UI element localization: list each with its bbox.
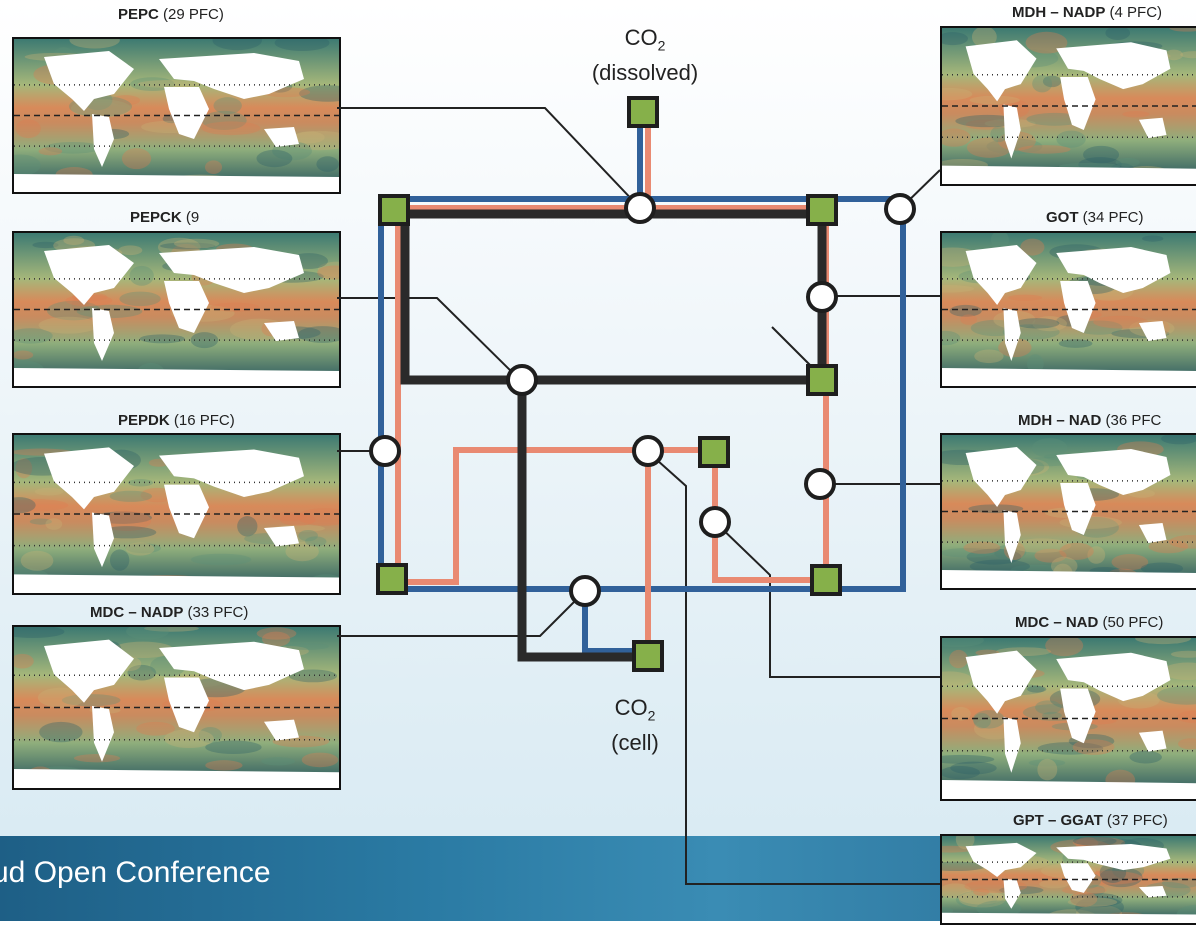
node-mdc-nadp xyxy=(569,575,601,607)
connector-pepck xyxy=(337,297,521,381)
node-top-right xyxy=(806,194,838,226)
world-map-image xyxy=(942,836,1196,923)
world-map-image xyxy=(14,627,339,788)
node-pepck xyxy=(506,364,538,396)
pfc-count: (37 PFC) xyxy=(1106,812,1168,829)
co2-dissolved-label: CO2 (dissolved) xyxy=(591,25,699,86)
panel-label-pepc: PEPC (29 PFC) xyxy=(118,6,224,23)
pfc-count: (50 PFC) xyxy=(1102,614,1164,631)
panel-label-pepck: PEPCK (9 xyxy=(130,209,199,226)
world-map-image xyxy=(14,435,339,593)
map-panel-pepdk xyxy=(12,433,341,595)
map-panel-mdh-nad xyxy=(940,433,1196,590)
panel-label-got: GOT (34 PFC) xyxy=(1046,209,1144,226)
node-bottom-right xyxy=(810,564,842,596)
enzyme-name: MDC – NADP xyxy=(90,604,184,621)
world-map-image xyxy=(942,28,1196,184)
node-bottom-left xyxy=(376,563,408,595)
enzyme-name: MDH – NADP xyxy=(1012,4,1106,21)
panel-label-mdc-nadp: MDC – NADP (33 PFC) xyxy=(90,604,248,621)
enzyme-name: GPT – GGAT xyxy=(1013,812,1103,829)
co2-cell-label: CO2 (cell) xyxy=(611,695,659,756)
node-pepdk xyxy=(369,435,401,467)
map-panel-pepc xyxy=(12,37,341,194)
panel-label-mdh-nad: MDH – NAD (36 PFC xyxy=(1018,412,1161,429)
pfc-count: (33 PFC) xyxy=(187,604,249,621)
map-panel-pepck xyxy=(12,231,341,388)
enzyme-name: MDC – NAD xyxy=(1015,614,1099,631)
square-nodes xyxy=(376,96,842,672)
pfc-count: (16 PFC) xyxy=(173,412,235,429)
enzyme-name: PEPC xyxy=(118,6,159,23)
node-center-right xyxy=(698,436,730,468)
world-map-image xyxy=(942,233,1196,386)
connector-mdc-nad xyxy=(714,521,940,678)
node-top-left xyxy=(378,194,410,226)
node-right-mid xyxy=(806,364,838,396)
map-panel-got xyxy=(940,231,1196,388)
map-panel-gpt-ggat xyxy=(940,834,1196,925)
node-got xyxy=(806,281,838,313)
world-map-image xyxy=(942,638,1196,799)
node-co2-dissolved xyxy=(627,96,659,128)
world-map-image xyxy=(14,39,339,192)
map-panel-mdh-nadp xyxy=(940,26,1196,186)
connector-diagonal xyxy=(771,326,816,371)
connector-lines xyxy=(337,107,941,885)
panel-label-mdc-nad: MDC – NAD (50 PFC) xyxy=(1015,614,1163,631)
enzyme-name: PEPDK xyxy=(118,412,170,429)
node-mdh-nadp xyxy=(884,193,916,225)
enzyme-name: GOT xyxy=(1046,209,1079,226)
node-mdc-nad xyxy=(699,506,731,538)
connector-mdc-nadp xyxy=(337,590,586,637)
pfc-count: (29 PFC) xyxy=(163,6,224,23)
conference-title: ud Open Conference xyxy=(0,856,271,889)
panel-label-gpt-ggat: GPT – GGAT (37 PFC) xyxy=(1013,812,1168,829)
connector-gpt-ggat xyxy=(647,451,940,885)
panel-label-pepdk: PEPDK (16 PFC) xyxy=(118,412,235,429)
pfc-count: (4 PFC) xyxy=(1109,4,1163,21)
panel-label-mdh-nadp: MDH – NADP (4 PFC) xyxy=(1012,4,1162,21)
map-panel-mdc-nad xyxy=(940,636,1196,801)
node-pepc xyxy=(624,192,656,224)
node-co2-cell xyxy=(632,640,664,672)
enzyme-name: PEPCK xyxy=(130,209,182,226)
world-map-image xyxy=(942,435,1196,588)
circle-nodes xyxy=(369,192,916,607)
node-mdh-nad xyxy=(804,468,836,500)
pfc-count: (9 xyxy=(185,209,200,226)
map-panel-mdc-nadp xyxy=(12,625,341,790)
node-gpt-ggat xyxy=(632,435,664,467)
pfc-count: (34 PFC) xyxy=(1082,209,1144,226)
world-map-image xyxy=(14,233,339,386)
enzyme-name: MDH – NAD xyxy=(1018,412,1102,429)
connector-pepc xyxy=(337,107,641,209)
pfc-count: (36 PFC xyxy=(1105,412,1162,429)
